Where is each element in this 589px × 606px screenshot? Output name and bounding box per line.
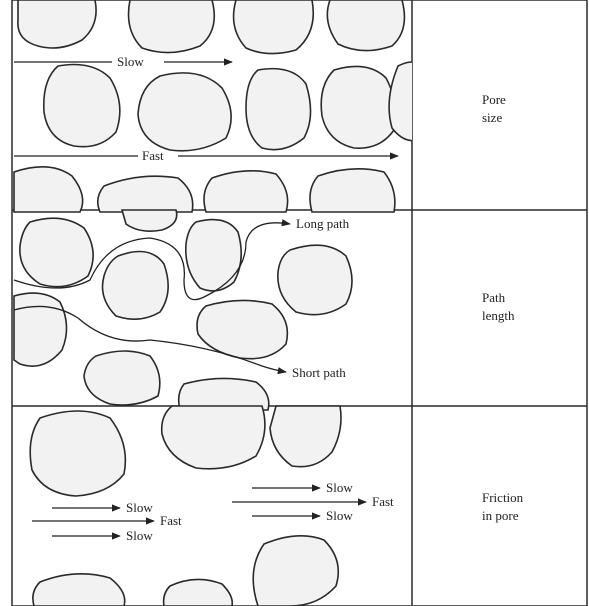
pore-size-label-line2: size bbox=[482, 110, 502, 125]
grain bbox=[103, 252, 169, 320]
grain bbox=[30, 411, 125, 496]
grain bbox=[310, 169, 395, 212]
grain bbox=[20, 218, 93, 287]
grain bbox=[186, 220, 241, 291]
grain bbox=[204, 171, 288, 212]
side-labels: Pore size Path length Friction in pore bbox=[482, 92, 524, 523]
grain bbox=[18, 0, 96, 48]
grain bbox=[14, 167, 83, 212]
path-length-label-line1: Path bbox=[482, 290, 506, 305]
panel-friction-in-pore: Slow Fast Slow Slow Fast Slow bbox=[30, 406, 394, 606]
short-path-label: Short path bbox=[292, 365, 346, 380]
grain bbox=[246, 69, 311, 150]
grain bbox=[129, 0, 215, 53]
grain bbox=[321, 66, 396, 148]
fast-label: Fast bbox=[142, 148, 164, 163]
right-slow-top-label: Slow bbox=[326, 480, 353, 495]
grain bbox=[162, 406, 265, 469]
grain bbox=[98, 176, 193, 212]
grain bbox=[122, 210, 177, 231]
panel-path-length: Long path Short path bbox=[14, 210, 352, 410]
grain bbox=[270, 406, 341, 467]
path-length-label-line2: length bbox=[482, 308, 515, 323]
grain bbox=[164, 579, 233, 606]
right-fast-label: Fast bbox=[372, 494, 394, 509]
grain bbox=[327, 0, 404, 51]
grain bbox=[138, 73, 231, 151]
pore-size-label-line1: Pore bbox=[482, 92, 506, 107]
grain bbox=[278, 245, 352, 314]
left-slow-bottom-label: Slow bbox=[126, 528, 153, 543]
friction-label-line2: in pore bbox=[482, 508, 519, 523]
panel-pore-size: Slow Fast bbox=[14, 0, 420, 212]
friction-label-line1: Friction bbox=[482, 490, 524, 505]
grain bbox=[44, 65, 120, 147]
grain bbox=[389, 62, 420, 141]
left-slow-top-label: Slow bbox=[126, 500, 153, 515]
grain bbox=[84, 351, 160, 405]
long-path-label: Long path bbox=[296, 216, 350, 231]
right-slow-bottom-label: Slow bbox=[326, 508, 353, 523]
grain bbox=[234, 0, 314, 54]
grain bbox=[33, 574, 125, 606]
grain bbox=[253, 536, 338, 606]
slow-label: Slow bbox=[117, 54, 144, 69]
grain bbox=[14, 293, 67, 366]
left-fast-label: Fast bbox=[160, 513, 182, 528]
